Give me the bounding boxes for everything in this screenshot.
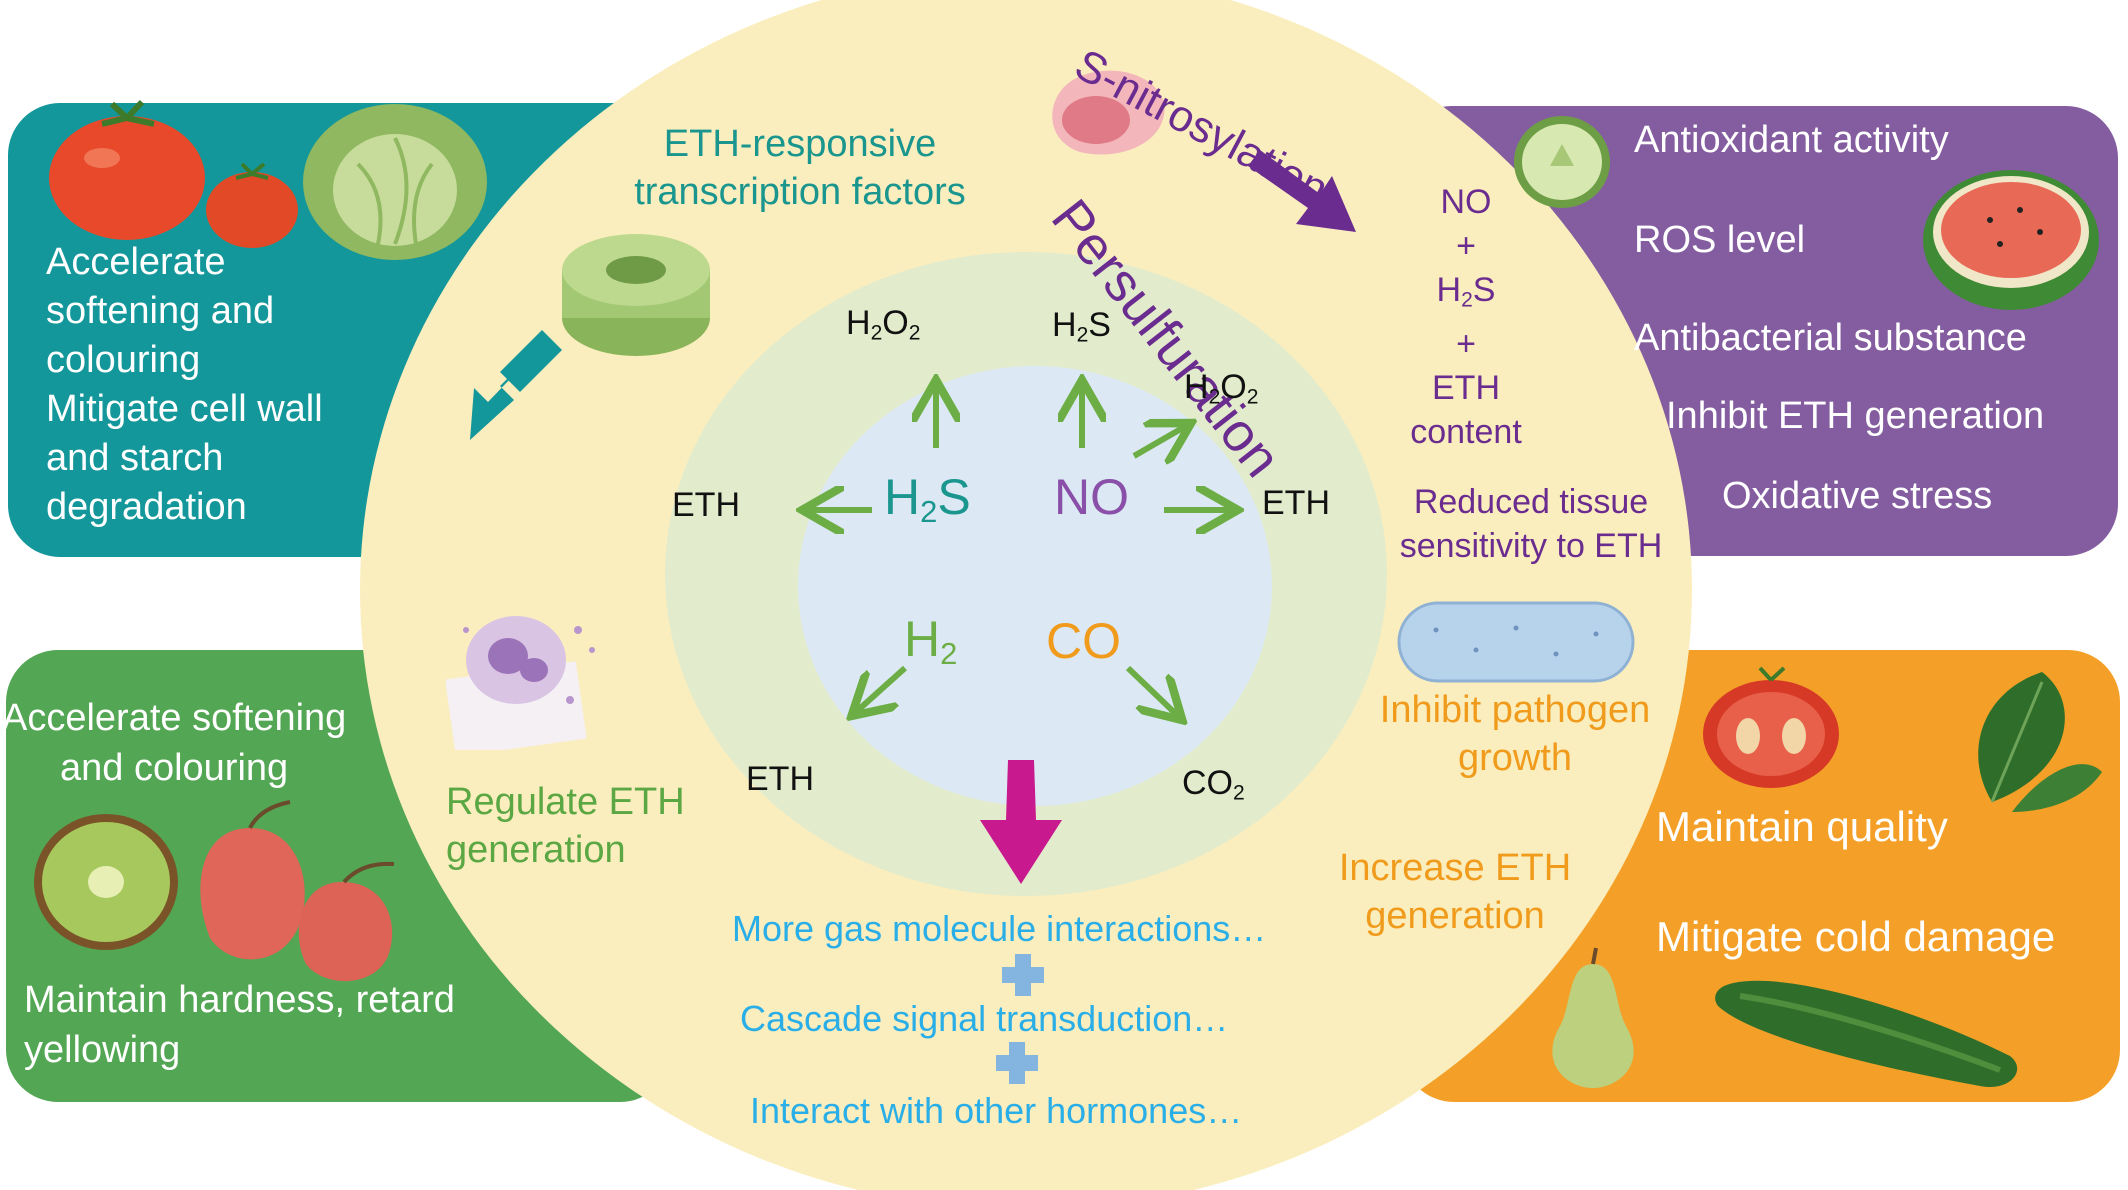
br-item: Maintain quality [1656,803,1948,850]
reduced-line: sensitivity to ETH [1399,527,1663,565]
teal-arrow [470,338,548,440]
increase-line: generation [1365,895,1545,937]
h2o2-left-o: O [882,304,909,342]
half-tomato-icon [1703,666,1839,788]
tr-item: Antioxidant activity [1634,119,1949,161]
cell-icon [1052,70,1165,155]
top-left-text: Accelerate softening and colouring Mitig… [46,238,323,532]
co-gas: CO [1046,613,1121,669]
h2o2-right-h: H [1184,368,1209,406]
combo-h2s: H2S [1396,268,1536,322]
eth-right: ETH [1262,484,1330,522]
reduced-sensitivity-label: Reduced tissue sensitivity to ETH [1386,480,1676,568]
h2o2-right-o: O [1220,368,1247,406]
combo-content: content [1410,413,1522,452]
pathogen-line: Inhibit pathogen [1379,689,1651,731]
cucumber-icon [1715,980,2018,1088]
reduced-line: Reduced tissue [1413,483,1649,521]
pathogen-line: growth [1457,737,1573,779]
co2-co: CO [1182,764,1233,802]
eth-bottom: ETH [746,760,814,798]
h2s-sub: 2 [920,493,938,529]
bl-line: Maintain hardness, retard [24,979,455,1021]
tr-item: Oxidative stress [1722,475,1993,517]
purple-arrow [1248,150,1356,232]
green-arrows [808,386,1232,716]
h2-h: H [904,611,941,667]
h2o2-left-h: H [846,304,871,342]
combo-h2s-sub: 2 [1461,288,1473,312]
combo-eth: ETH [1432,369,1500,408]
cabbage-icon [303,104,487,260]
tl-line: colouring [46,339,201,381]
h2s-top-sub: 2 [1076,323,1089,347]
h2s-gas: H2S [884,468,971,530]
eth-tf-label: ETH-responsive transcription factors [600,120,1000,216]
tomato-icon [206,162,298,248]
combo-h2s-h: H [1436,271,1462,309]
bottom-line-3: Interact with other hormones… [750,1090,1243,1131]
combo-plus: + [1456,227,1476,265]
h2o2-right-sub1: 2 [1208,385,1221,409]
increase-eth-label: Increase ETH generation [1310,844,1600,940]
tr-item: Inhibit ETH generation [1666,395,2045,437]
bl-line: yellowing [24,1029,181,1071]
h2o2-right: H2O2 [1184,368,1258,409]
h2s-top: H2S [1052,306,1111,347]
no-gas: NO [1054,469,1129,525]
co2-sub: 2 [1233,781,1245,805]
h2s-top-h: H [1052,306,1077,344]
pepper-icon [298,861,395,982]
cucumber-slice-icon [1514,116,1610,208]
h2o2-left-sub1: 2 [870,321,883,345]
magenta-arrow [980,760,1062,884]
bl-line: Accelerate softening [2,697,347,739]
bacterium-icon [1397,601,1635,683]
kiwi-icon [34,814,178,950]
h2o2-right-sub2: 2 [1246,385,1259,409]
bottom-line-1: More gas molecule interactions… [732,908,1267,949]
pear-icon [1552,947,1634,1088]
immune-cell-icon [446,616,595,750]
combo-h2s-s: S [1472,271,1496,309]
h2s-s: S [937,469,971,525]
teal-arrow-body [500,330,562,392]
combo-no: NO [1440,183,1492,221]
bl-line: and colouring [60,747,289,789]
bottom-line-2: Cascade signal transduction… [740,998,1229,1039]
regulate-line: generation [446,829,626,871]
combo-stack: NO + H2S + ETH content [1396,180,1536,454]
h2o2-left: H2O2 [846,304,920,345]
eth-tf-line: transcription factors [634,171,966,213]
co2-product: CO2 [1182,764,1245,805]
tl-line: degradation [46,486,247,528]
inhibit-pathogen-label: Inhibit pathogen growth [1360,686,1670,782]
combo-plus: + [1456,325,1476,364]
h2s-h: H [884,469,921,525]
regulate-line: Regulate ETH [446,781,685,823]
br-item: Mitigate cold damage [1656,913,2056,960]
tl-line: Mitigate cell wall [46,388,323,430]
pepper-icon [200,800,305,960]
tr-item: Antibacterial substance [1634,317,2027,359]
h2s-top-s: S [1088,306,1111,344]
h2-gas: H2 [904,610,957,672]
spinach-icon [1978,672,2102,812]
h2o2-left-sub2: 2 [908,321,921,345]
eth-tf-line: ETH-responsive [663,123,937,165]
tomato-icon [49,99,205,240]
tr-item: ROS level [1634,219,1806,261]
h2-sub: 2 [940,635,958,671]
regulate-eth-label: Regulate ETH generation [446,778,685,874]
protein-channel-icon [562,234,710,356]
blue-plus-signs [996,954,1044,1084]
tl-line: Accelerate [46,241,226,283]
eth-left: ETH [672,486,740,524]
increase-line: Increase ETH [1338,847,1572,889]
tl-line: softening and [46,290,275,332]
watermelon-icon [1923,170,2099,310]
tl-line: and starch [46,437,224,479]
